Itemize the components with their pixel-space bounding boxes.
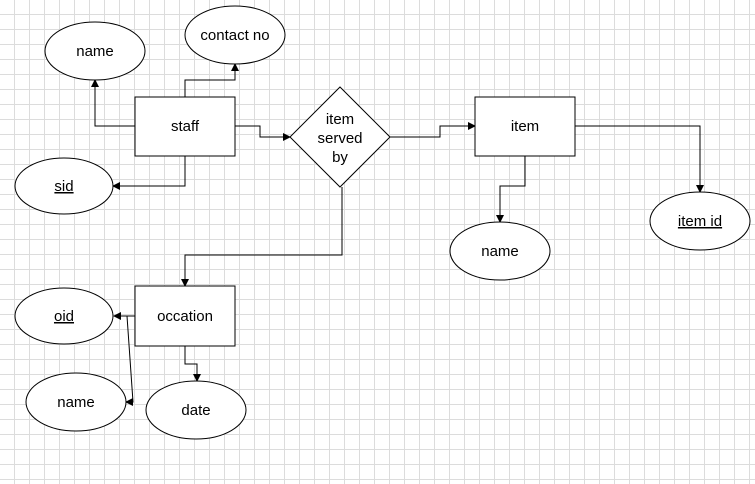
attr-staff-sid[interactable]: sid (14, 157, 114, 215)
attr-item-name[interactable]: name (449, 221, 551, 281)
key-attribute-label: item id (678, 213, 722, 230)
relationship-label-line3: by (332, 149, 348, 166)
attribute-label: name (481, 243, 519, 260)
connector-staff-contact (184, 63, 239, 97)
entity-box (474, 96, 576, 157)
ellipse-shape (25, 372, 127, 432)
connector-item-itemid (575, 125, 704, 193)
connector-occasion-date (184, 346, 201, 382)
ellipse-shape (184, 5, 286, 65)
ellipse-shape (14, 157, 114, 215)
attr-occasion-name[interactable]: name (25, 372, 127, 432)
attr-occasion-date[interactable]: date (145, 380, 247, 440)
attr-item-id[interactable]: item id (649, 191, 751, 251)
relationship-label-line1: item (326, 111, 354, 128)
ellipse-shape (44, 21, 146, 81)
ellipse-shape (14, 287, 114, 345)
attribute-label: name (57, 394, 95, 411)
entity-staff[interactable]: staff (134, 96, 236, 157)
attr-occasion-oid[interactable]: oid (14, 287, 114, 345)
connector-relationship-occasion (181, 187, 343, 287)
entity-box (134, 285, 236, 347)
connectors (91, 63, 704, 406)
ellipse-shape (449, 221, 551, 281)
connector-staff-sid (112, 156, 186, 190)
entity-label: occation (157, 308, 213, 325)
attr-staff-name[interactable]: name (44, 21, 146, 81)
entity-item[interactable]: item (474, 96, 576, 157)
entity-label: item (511, 118, 539, 135)
ellipse-shape (145, 380, 247, 440)
attribute-label: date (181, 402, 210, 419)
connector-relationship-item (390, 122, 476, 138)
key-attribute-label: sid (54, 178, 73, 195)
connector-staff-relationship (235, 125, 291, 141)
connector-staff-name (91, 79, 135, 127)
relationship-label-line2: served (317, 130, 362, 147)
connector-occasion-name (125, 315, 135, 406)
entity-box (134, 96, 236, 157)
ellipse-shape (649, 191, 751, 251)
attr-staff-contact[interactable]: contact no (184, 5, 286, 65)
key-attribute-label: oid (54, 308, 74, 325)
attribute-label: contact no (200, 27, 269, 44)
connector-item-name (496, 156, 526, 223)
entity-label: staff (171, 118, 200, 135)
entity-occasion[interactable]: occation (134, 285, 236, 347)
relationship-item-served-by[interactable]: item served by (289, 86, 391, 188)
relationship-diamond (289, 86, 391, 188)
attribute-label: name (76, 43, 114, 60)
